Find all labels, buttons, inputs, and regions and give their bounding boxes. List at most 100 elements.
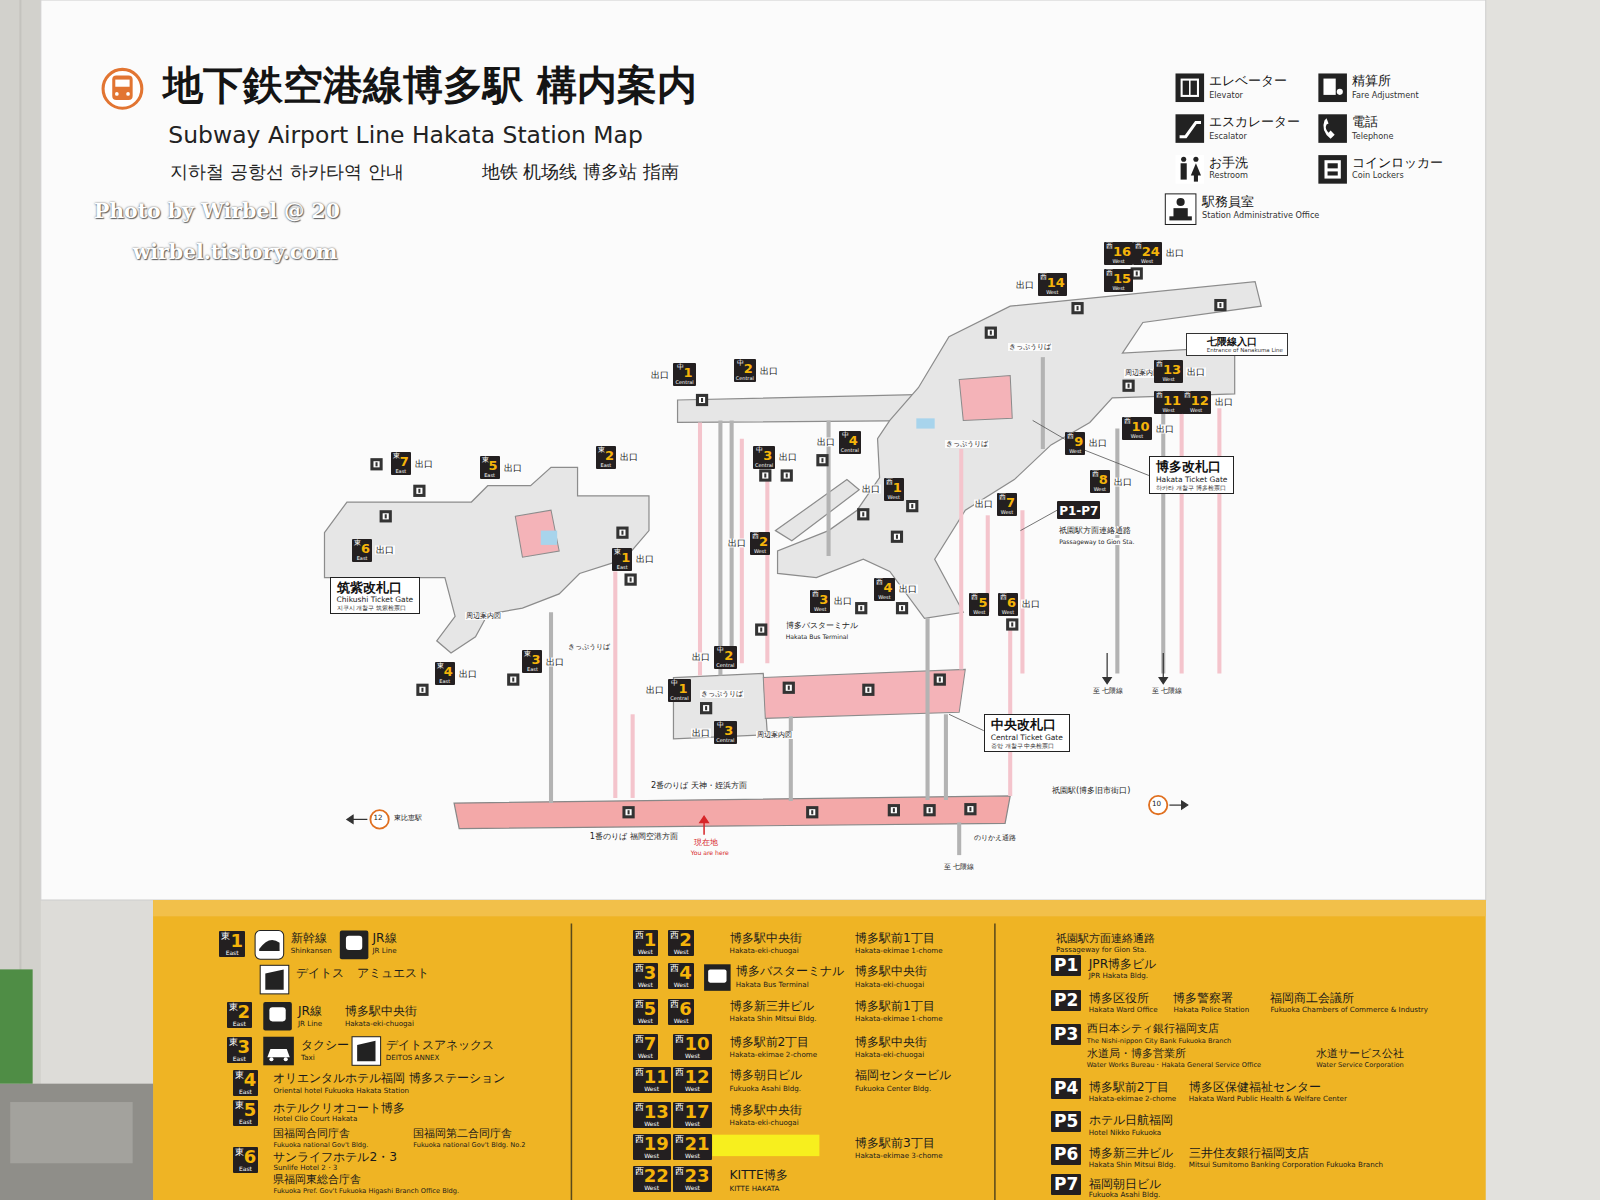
exit-label: 出口 [816,438,836,447]
line-symbol [103,69,142,108]
exit-area-char: 西 [670,963,679,973]
destination-text: 国福岡合同庁舎 [273,1128,350,1141]
exit-badge: 西6West出口 [998,593,1018,616]
destination-text: Fukuoka national Gov't Bldg. [273,1142,368,1150]
destination-text: JPR博多ビル [1089,957,1157,971]
exit-badge: 西8West出口 [1090,470,1110,493]
exit-area-name: West [1106,286,1131,291]
exit-number: 3 [531,652,540,667]
legend-icons [1337,89,1343,95]
exit-badge: 西10West出口 [1122,417,1151,440]
facility-icons [857,508,869,520]
destination-text: Hakata Police Station [1173,1006,1249,1014]
destination-text: JR Line [372,947,396,955]
passage-badge: P1 [1051,955,1081,976]
exit-number: 14 [1047,275,1065,290]
exit-area-name: Central [716,663,734,668]
destination-text: Hakata Ward Office [1089,1006,1158,1014]
exit-area-name: East [614,565,630,570]
exit-badge: 西11West [1154,391,1183,414]
exit-number: 6 [244,1146,257,1167]
exit-area-char: 西 [635,930,644,940]
facility-icons [1122,380,1134,392]
destination-text: Oriental hotel Fukuoka Hakata Station [273,1087,409,1095]
level-links-pink [615,408,1219,798]
destination-text: Fukuoka Pref. Gov't Fukuoka Higashi Bran… [273,1188,459,1196]
legend-icons [1189,80,1191,96]
exit-badge: 西24West出口 [1133,242,1162,265]
exit-area-char: 東 [235,1147,244,1157]
legend-icons [1193,157,1198,162]
level-links-grey [718,420,722,675]
gate-subtitle: Hakata Ticket Gate [1156,475,1228,484]
map-label: のりかえ通路 [973,834,1017,842]
exit-label: 出口 [974,500,994,509]
exit-area-name: East [354,556,370,561]
gate-name: 筑紫改札口 [337,580,414,596]
destination-text: KITTE博多 [730,1168,788,1182]
sign-panel [41,0,1486,900]
paid-area [515,376,1012,719]
destination-text: 博多区役所 [1089,991,1149,1005]
facility-icons [781,469,793,481]
exit-area-char: 東 [437,662,444,670]
destination-text: 福岡朝日ビル [1089,1177,1161,1191]
facility-icons [855,602,867,614]
exit-area-name: Central [755,463,773,468]
exit-number: 2 [238,1001,251,1022]
legend-icons [1194,173,1198,181]
exit-badge: 東6East [233,1147,259,1173]
exit-area-char: 西 [635,1034,644,1044]
line-entrance-box: 七隈線入口Entrance of Nanakuma Line [1186,333,1288,357]
exit-area-name: West [1156,408,1181,413]
exit-area-char: 東 [354,539,361,547]
wall-equipment [0,969,153,1200]
map-label: Station Administrative Office [1202,211,1319,220]
exit-label: 出口 [727,539,747,548]
destination-text: 祇園駅方面連絡通路 [1056,933,1155,946]
exit-number: 4 [679,962,692,983]
exit-number: 6 [361,541,370,556]
exit-number: 16 [1113,244,1131,259]
legend-text: エレベーター [1209,73,1287,88]
station-circles [370,796,1167,829]
destination-text: Fukuoka Center Bldg. [855,1085,931,1093]
ticket-gate-box: 筑紫改札口Chikushi Ticket Gate지쿠시 개찰구 筑紫检票口 [330,577,421,615]
exit-area-name: West [635,1153,669,1159]
destination-text: Water Service Corporation [1316,1062,1403,1070]
level-links-grey [926,618,930,800]
map-label: 地铁 机场线 博多站 指南 [482,161,680,182]
exit-badge: 中2Central出口 [734,359,756,382]
exit-area-name: Central [716,738,734,743]
exit-area-name: West [635,1018,657,1024]
legend-icons [1165,73,1347,224]
exit-area-name: West [635,982,657,988]
exit-area-name: West [876,595,892,600]
exit-label: 出口 [759,366,779,375]
exit-area-name: West [1092,487,1108,492]
level-links-grey [957,822,961,855]
exit-area-char: 西 [670,930,679,940]
table-icons [346,936,362,950]
exit-area-char: 中 [671,679,678,687]
destination-text: JR線 [372,931,396,945]
destination-text: サンライフホテル2・3 [273,1150,397,1164]
exit-badge: 西17West [673,1102,711,1128]
exit-area-char: 東 [524,650,531,658]
passage-badge: P4 [1051,1078,1081,1099]
exit-area-char: 中 [717,721,724,729]
yellow-panel [153,900,1486,916]
exit-number: 7 [400,454,409,469]
exit-number: 15 [1113,271,1131,286]
exit-area-name: East [598,463,614,468]
destination-text: 新幹線 [291,931,327,945]
gate-subtitle: Central Ticket Gate [991,733,1063,742]
exit-number: 12 [1191,393,1209,408]
exit-area-char: 西 [1000,593,1007,601]
exit-badge: 西6West [668,999,694,1025]
map-label: 祇園駅方面連絡通路 [1058,526,1132,535]
platform [454,796,1010,829]
exit-area-char: 西 [1040,273,1047,281]
table-icons [352,1037,381,1066]
exit-area-name: East [437,679,453,684]
